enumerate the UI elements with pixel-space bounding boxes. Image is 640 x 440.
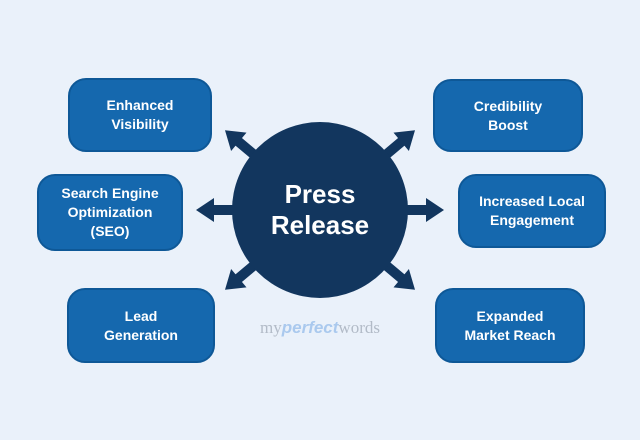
node-label-line: Expanded [476,307,544,324]
watermark-suffix: words [338,318,380,337]
node-label-line: Increased Local [479,193,585,209]
arrowhead-lower-right-icon [393,269,415,290]
brand-watermark: myperfectwords [0,318,640,338]
node-search-engine-optimization: Search Engine Optimization (SEO) [37,174,183,251]
arrowhead-right-icon [426,198,444,222]
node-label-line: Search Engine [61,185,159,201]
node-enhanced-visibility: Enhanced Visibility [68,78,212,152]
center-label-line: Press [284,179,356,209]
watermark-prefix: my [260,318,282,337]
center-label-line: Release [270,210,370,240]
node-label-line: Boost [488,116,528,133]
node-label-line: Engagement [489,212,574,228]
watermark-highlight: perfect [281,318,339,337]
arrow-heads [196,130,444,290]
node-credibility-boost: Credibility Boost [433,79,583,152]
arrowhead-upper-left-icon [225,130,247,151]
node-lead-generation: Lead Generation [67,288,215,363]
arrowhead-upper-right-icon [393,130,415,151]
node-expanded-market-reach: Expanded Market Reach [435,288,585,363]
node-label-line: Market Reach [464,326,556,343]
arrowhead-lower-left-icon [225,269,247,290]
node-label-line: Enhanced [106,97,174,113]
node-label-line: Generation [104,326,178,343]
node-label-line: Optimization [67,204,153,220]
node-label-line: Credibility [473,97,543,114]
node-label-line: Lead [124,307,158,324]
node-label-line: Visibility [111,116,169,132]
center-node-label: Press Release [250,179,390,241]
arrowhead-left-icon [196,198,214,222]
center-circle [232,122,408,298]
node-label-line: (SEO) [90,223,130,239]
node-increased-local-engagement: Increased Local Engagement [458,174,606,248]
